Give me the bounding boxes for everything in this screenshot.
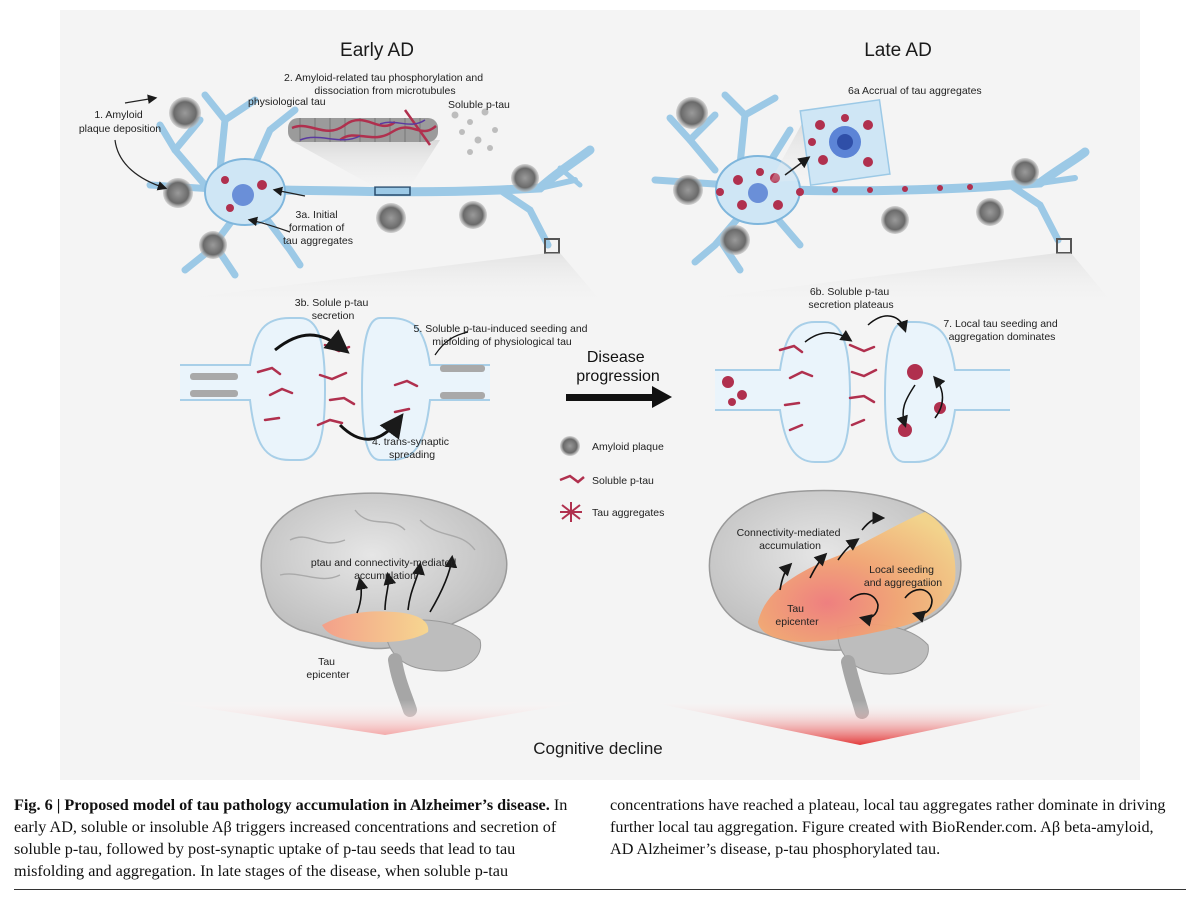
late-brain <box>708 489 962 719</box>
late-synapse <box>715 321 1010 463</box>
caption-column-2: concentrations have reached a plateau, l… <box>610 794 1178 860</box>
arrow-5-seeding <box>434 331 469 356</box>
arrow-4-spreading <box>338 413 404 441</box>
arrow-7-local-b <box>933 375 946 419</box>
early-brain <box>260 492 508 717</box>
early-brain-arrows <box>355 554 458 614</box>
arrow-7-local-a <box>896 384 916 428</box>
late-neuron <box>651 91 1090 274</box>
early-brain-epicenter-label: Tau epicenter <box>306 656 350 681</box>
legend: Amyloid plaque Soluble p-tau Tau aggrega… <box>559 436 664 522</box>
late-brain-epicenter-label: Tau epicenter <box>775 603 819 628</box>
arrow-6b-secretion <box>804 330 853 343</box>
label-6a-accrual: 6a Accrual of tau aggregates <box>848 85 982 97</box>
caption-text-1: In early AD, soluble or insoluble Aβ tri… <box>14 796 568 880</box>
tau-aggregates-icon <box>560 502 582 522</box>
arrow-6a <box>784 156 811 176</box>
legend-tau-aggregates: Tau aggregates <box>592 507 664 519</box>
legend-soluble-ptau: Soluble p-tau <box>592 475 654 487</box>
late-plaques <box>673 97 1039 255</box>
label-3b-secretion: 3b. Solule p-tau secretion <box>295 297 371 322</box>
caption-column-1: Fig. 6 | Proposed model of tau pathology… <box>14 794 582 882</box>
caption-title: Fig. 6 | Proposed model of tau pathology… <box>14 796 550 814</box>
disease-progression-arrow <box>566 386 672 408</box>
label-physiological-tau: physiological tau <box>248 96 326 108</box>
early-plaques <box>163 97 539 259</box>
late-synapse-fan <box>690 253 1110 300</box>
soluble-ptau-dots <box>451 108 498 155</box>
arrow-3a-bottom <box>247 216 291 233</box>
label-6b-plateau: 6b. Soluble p-tau secretion plateaus <box>808 286 893 311</box>
cognitive-decline-label: Cognitive decline <box>533 739 662 758</box>
late-brain-accumulation-label: Connectivity-mediated accumulation <box>737 527 844 552</box>
arrow-6b-plateau <box>867 315 908 333</box>
late-brain-local-seeding-label: Local seeding and aggregatiion <box>864 564 942 589</box>
amyloid-plaque-icon <box>560 436 580 456</box>
bottom-rule <box>14 889 1186 890</box>
label-1-amyloid: 1. Amyloid plaque deposition <box>79 109 161 135</box>
arrow-1a <box>124 94 158 104</box>
soluble-ptau-icon <box>559 474 585 484</box>
label-7-local-seeding: 7. Local tau seeding and aggregation dom… <box>943 318 1060 343</box>
legend-amyloid-plaque: Amyloid plaque <box>592 441 664 453</box>
label-2-phosphorylation: 2. Amyloid-related tau phosphorylation a… <box>284 72 486 97</box>
disease-progression-label: Disease progression <box>576 349 660 385</box>
cognitive-decline-bar-early <box>150 700 595 735</box>
early-synapse-fan <box>170 253 600 300</box>
late-brain-arrows <box>778 511 933 627</box>
cognitive-decline-bar-late <box>640 700 1075 745</box>
arrow-3b-secretion <box>274 329 350 354</box>
early-ad-title: Early AD <box>340 40 414 61</box>
early-brain-accumulation-label: ptau and connectivity-mediated accumulat… <box>311 557 459 582</box>
label-3a-initial-aggregates: 3a. Initial formation of tau aggregates <box>283 209 353 247</box>
arrow-3a-top <box>272 186 306 197</box>
label-5-seeding: 5. Soluble p-tau-induced seeding and mis… <box>414 323 591 348</box>
label-4-trans-synaptic: 4. trans-synaptic spreading <box>372 436 452 461</box>
early-neuron <box>146 91 595 279</box>
figure-caption: Fig. 6 | Proposed model of tau pathology… <box>14 794 1186 892</box>
microtubule-zoom-fan <box>290 140 440 187</box>
label-soluble-ptau-top: Soluble p-tau <box>448 99 510 111</box>
late-ad-title: Late AD <box>864 40 932 61</box>
microtubule-inset <box>288 109 438 146</box>
arrow-1b <box>114 139 168 191</box>
caption-text-2: concentrations have reached a plateau, l… <box>610 796 1166 858</box>
